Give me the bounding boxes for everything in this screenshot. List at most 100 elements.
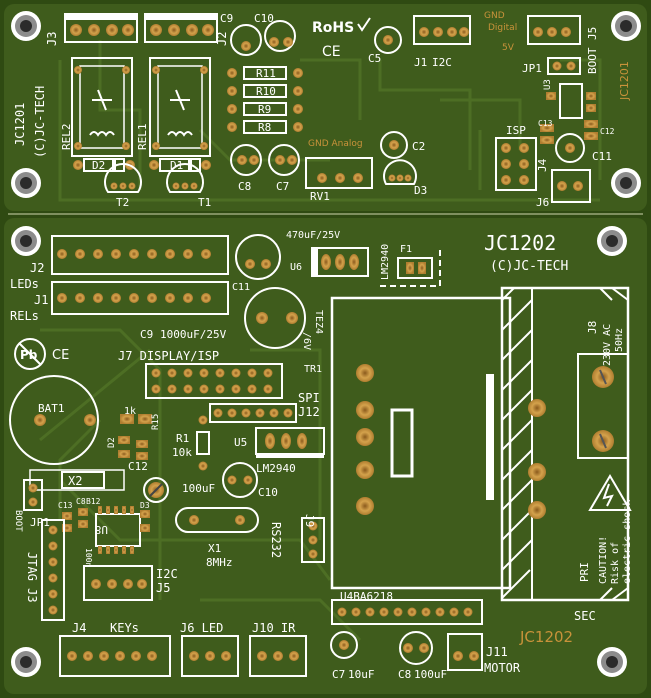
label-u5-part: LM2940 <box>256 462 296 475</box>
j7-display-header <box>145 363 283 399</box>
resistor-bank <box>227 66 303 134</box>
ce-mark-lower: CE <box>52 348 69 363</box>
i2c-j5-header <box>83 565 153 601</box>
label-c9-value: 1000uF/25V <box>160 328 227 341</box>
label-100n: 100n <box>84 548 93 567</box>
label-d2-lower: D2 <box>107 437 117 448</box>
mounting-hole <box>611 11 641 41</box>
label-tez-1: TEZ4 <box>313 310 324 334</box>
label-t1: T1 <box>198 196 211 209</box>
label-r9: R9 <box>258 103 271 116</box>
label-ac-1: 230V AC <box>602 324 613 366</box>
label-gnd-digital-2: Digital <box>488 23 517 33</box>
label-c8-lower: C8 <box>76 497 86 506</box>
t2-transistor <box>104 163 142 193</box>
label-u5: U5 <box>234 436 247 449</box>
label-c13-upper: C13 <box>538 119 553 128</box>
label-b12: B12 <box>86 497 101 506</box>
label-rel1: REL1 <box>136 124 149 151</box>
label-r15: R15 <box>151 414 161 430</box>
label-j11: J11 <box>486 645 508 659</box>
c13-capacitor-smd <box>540 124 554 144</box>
label-pri: PRI <box>578 562 591 582</box>
label-bat1: BAT1 <box>38 402 65 415</box>
label-r15-value: 1k <box>124 406 136 417</box>
label-u3: U3 <box>543 79 553 90</box>
j6-upper-header <box>551 169 591 203</box>
c13-lower-capacitor-smd <box>62 512 72 532</box>
label-isp: ISP <box>506 124 526 137</box>
label-c12-lower: C12 <box>128 460 148 473</box>
label-jc-tech-left: (C)JC-TECH <box>33 86 47 158</box>
label-c10-value: 100uF <box>182 482 215 495</box>
label-j4-upper: J4 <box>536 158 549 172</box>
mounting-hole <box>597 647 627 677</box>
label-j5-lower: J5 <box>156 581 170 595</box>
label-c8-value: 100uF <box>414 668 447 681</box>
rv1-trimmer <box>305 157 373 189</box>
label-c8-motor: C8 <box>398 668 411 681</box>
j11-motor-header <box>447 633 483 671</box>
label-c9-lower: C9 <box>140 328 153 341</box>
r10-resistor <box>227 84 303 98</box>
mounting-hole <box>11 11 41 41</box>
label-c13-lower: C13 <box>58 501 73 510</box>
r8-resistor <box>227 120 303 134</box>
label-jp1-lower: JP1 <box>30 516 50 529</box>
label-i2c-upper: I2C <box>432 56 452 69</box>
label-x1-value: 8MHz <box>206 556 233 569</box>
c5-capacitor <box>374 26 402 54</box>
label-c10-lower: C10 <box>258 486 278 499</box>
d2-lower-diode-smd <box>118 436 130 458</box>
label-c10: C10 <box>254 12 274 25</box>
mounting-hole <box>11 168 41 198</box>
rohs-check-icon <box>357 17 371 32</box>
f1-fuse <box>380 250 441 287</box>
label-j1: J1 <box>414 56 427 69</box>
label-j5-upper: J5 <box>586 27 599 40</box>
label-jp1-upper: JP1 <box>522 62 542 75</box>
label-u6: U6 <box>290 262 302 273</box>
label-x1: X1 <box>208 542 221 555</box>
j9-rs232-header <box>301 517 325 563</box>
label-pb: Pb <box>20 348 38 362</box>
rel2-relay <box>71 57 133 157</box>
label-rel2: REL2 <box>60 124 73 151</box>
rohs-logo: RoHS <box>312 20 354 36</box>
u3-regulator <box>546 83 596 119</box>
label-j6-upper: J6 <box>536 196 549 209</box>
c2-capacitor <box>380 131 408 159</box>
c11-lower-capacitor <box>235 234 281 280</box>
board-bottom-title: JC1202 <box>519 628 573 646</box>
bat1-battery <box>9 375 99 465</box>
label-c7-lower: C7 <box>332 668 345 681</box>
label-sec: SEC <box>574 609 596 623</box>
label-jc1201-right: JC1201 <box>618 61 631 101</box>
label-rv1: RV1 <box>310 190 330 203</box>
label-c11-upper: C11 <box>592 150 612 163</box>
t1-transistor <box>166 163 204 193</box>
label-t2: T2 <box>116 196 129 209</box>
label-j2: J2 <box>215 32 229 46</box>
board-title: JC1202 <box>484 231 556 255</box>
c9-lower-capacitor <box>244 287 306 349</box>
caution-line-3: electric shock <box>622 500 633 584</box>
caution-line-1: CAUTION! <box>598 536 609 584</box>
label-c9: C9 <box>220 12 233 25</box>
r11-resistor <box>227 66 303 80</box>
label-u4: U4BA6218 <box>340 590 393 603</box>
mounting-holes <box>11 11 641 677</box>
c10-lower-capacitor <box>222 462 258 498</box>
label-jtag: JTAG J3 <box>25 552 39 603</box>
label-leds: LEDs <box>10 277 39 291</box>
upper-traces <box>58 40 602 202</box>
jp1-lower-jumper <box>23 479 43 511</box>
label-r11: R11 <box>256 67 276 80</box>
jp1-jumper <box>547 57 581 75</box>
label-f1: F1 <box>400 244 412 255</box>
j6-led-header <box>181 635 239 677</box>
label-j3: J3 <box>45 32 59 46</box>
c12-lower-capacitor-smd <box>136 440 148 460</box>
j8-terminal <box>577 353 629 459</box>
label-rs232: RS232 <box>269 522 283 558</box>
